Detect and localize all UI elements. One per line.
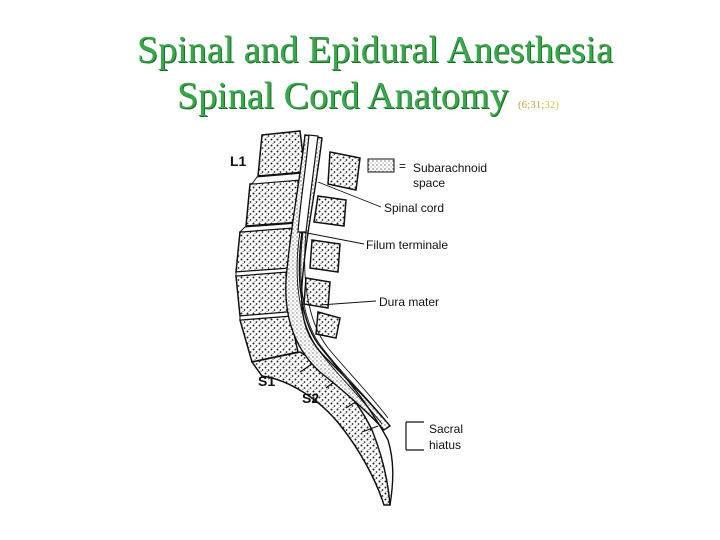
slide-title-line1: Spinal and Epidural Anesthesia	[15, 30, 720, 70]
spinous-process-4	[303, 277, 331, 309]
vertebral-body-l3	[235, 227, 293, 273]
legend-label-line2: space	[413, 176, 445, 190]
legend-label-line1: Subarachnoid	[413, 161, 487, 175]
reference-part-1: (6;	[517, 99, 531, 111]
sacral-hiatus-bracket	[405, 421, 424, 451]
legend-equals-sign: =	[399, 159, 406, 173]
subarachnoid-legend-swatch	[367, 158, 395, 173]
leader-spinal-cord	[317, 181, 382, 208]
label-sacral-hiatus-line2: hiatus	[429, 438, 461, 452]
cauda-equina-roots	[296, 231, 389, 425]
label-spinal-cord: Spinal cord	[384, 201, 444, 215]
dural-sac	[285, 134, 392, 431]
vertebral-body-l4	[235, 271, 289, 317]
reference-part-2: 31;	[530, 99, 545, 111]
spinous-process-1	[327, 151, 361, 191]
vertebral-body-l2	[245, 179, 301, 227]
spinous-processes	[303, 151, 361, 339]
spinous-process-2	[313, 195, 347, 227]
spinous-process-3	[309, 239, 341, 273]
leader-dura-mater	[319, 300, 377, 306]
vertebral-body-l1	[257, 130, 306, 177]
label-filum-terminale: Filum terminale	[366, 238, 448, 252]
label-vertebra-l1: L1	[230, 153, 247, 169]
label-vertebra-s2: S2	[302, 390, 319, 406]
title-line2-text: Spinal Cord Anatomy	[177, 75, 509, 117]
label-vertebra-s1: S1	[258, 373, 275, 389]
reference-citation: (6;31;32)	[518, 99, 559, 111]
title-line1-text: Spinal and Epidural Anesthesia	[137, 29, 613, 71]
label-sacral-hiatus-line1: Sacral	[429, 422, 463, 436]
spinous-process-5	[315, 311, 341, 339]
slide-title-line2: Spinal Cord Anatomy (6;31;32)	[8, 76, 720, 125]
filum-terminale	[298, 231, 394, 506]
disc-3	[235, 267, 294, 277]
leader-lines	[301, 181, 382, 306]
label-dura-mater: Dura mater	[379, 295, 439, 309]
vertebral-bodies	[235, 130, 306, 363]
reference-part-3: 32)	[544, 99, 559, 111]
intervertebral-discs	[235, 172, 305, 321]
leader-filum-terminale	[301, 231, 365, 245]
